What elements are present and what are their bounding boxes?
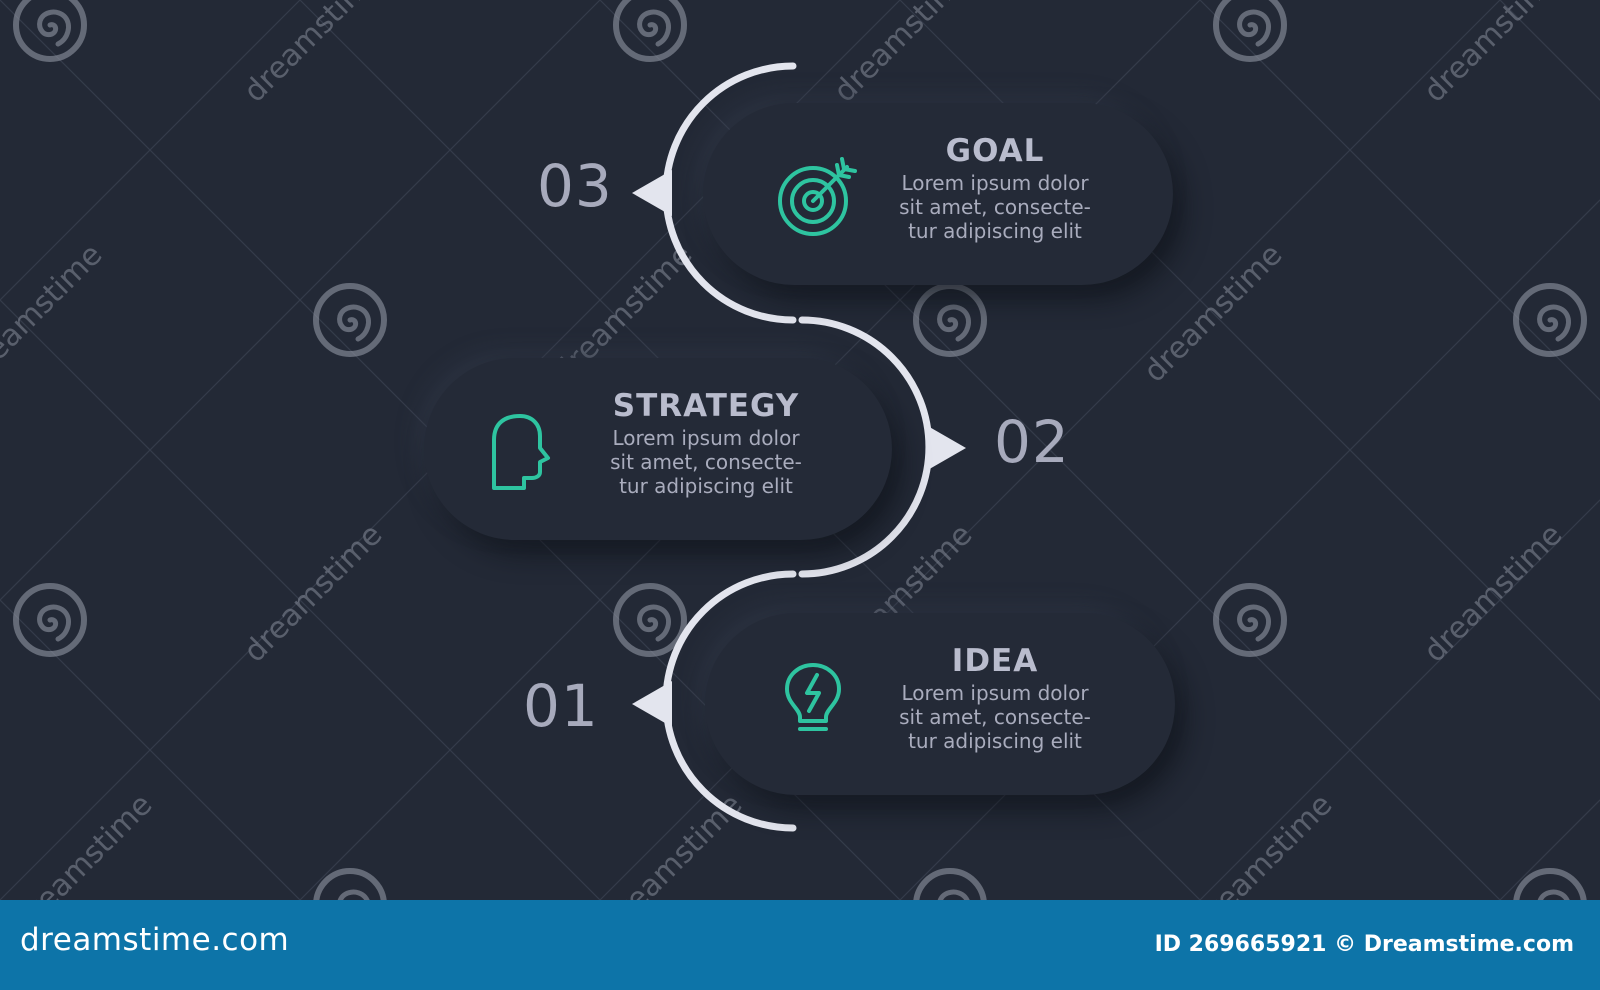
step-description-line: tur adipiscing elit [908,729,1082,753]
footer-bar: dreamstime.com ID 269665921 © Dreamstime… [0,900,1600,990]
step-text-goal: GOAL Lorem ipsum dolor sit amet, consect… [875,133,1115,243]
step-text-strategy: STRATEGY Lorem ipsum dolor sit amet, con… [576,388,836,498]
step-description-line: sit amet, consecte- [899,705,1091,729]
step-description-line: tur adipiscing elit [908,219,1082,243]
step-description-line: sit amet, consecte- [610,450,802,474]
pointer-arrow-03 [632,170,672,216]
step-title: GOAL [945,133,1045,169]
pointer-arrow-01 [632,681,672,727]
target-icon [775,151,865,241]
step-card-strategy: STRATEGY Lorem ipsum dolor sit amet, con… [424,358,892,540]
step-description-line: Lorem ipsum dolor [901,171,1089,195]
step-description-line: sit amet, consecte- [899,195,1091,219]
step-number-02: 02 [994,408,1070,476]
footer-brand[interactable]: dreamstime.com [20,922,290,958]
step-title: IDEA [951,643,1039,679]
step-card-idea: IDEA Lorem ipsum dolor sit amet, consect… [705,613,1175,795]
step-description-line: tur adipiscing elit [619,474,793,498]
step-description-line: Lorem ipsum dolor [901,681,1089,705]
step-description-line: Lorem ipsum dolor [612,426,800,450]
step-text-idea: IDEA Lorem ipsum dolor sit amet, consect… [875,643,1115,753]
step-number-01: 01 [523,672,599,740]
pointer-arrow-02 [926,425,966,471]
process-diagram: GOAL Lorem ipsum dolor sit amet, consect… [424,62,1175,832]
step-card-goal: GOAL Lorem ipsum dolor sit amet, consect… [703,103,1173,285]
lightbulb-icon [769,657,859,747]
connector-path [632,62,966,832]
footer-image-id: ID 269665921 © Dreamstime.com [1154,932,1574,957]
head-profile-icon [476,406,566,496]
step-number-03: 03 [537,152,613,220]
step-title: STRATEGY [612,388,800,424]
